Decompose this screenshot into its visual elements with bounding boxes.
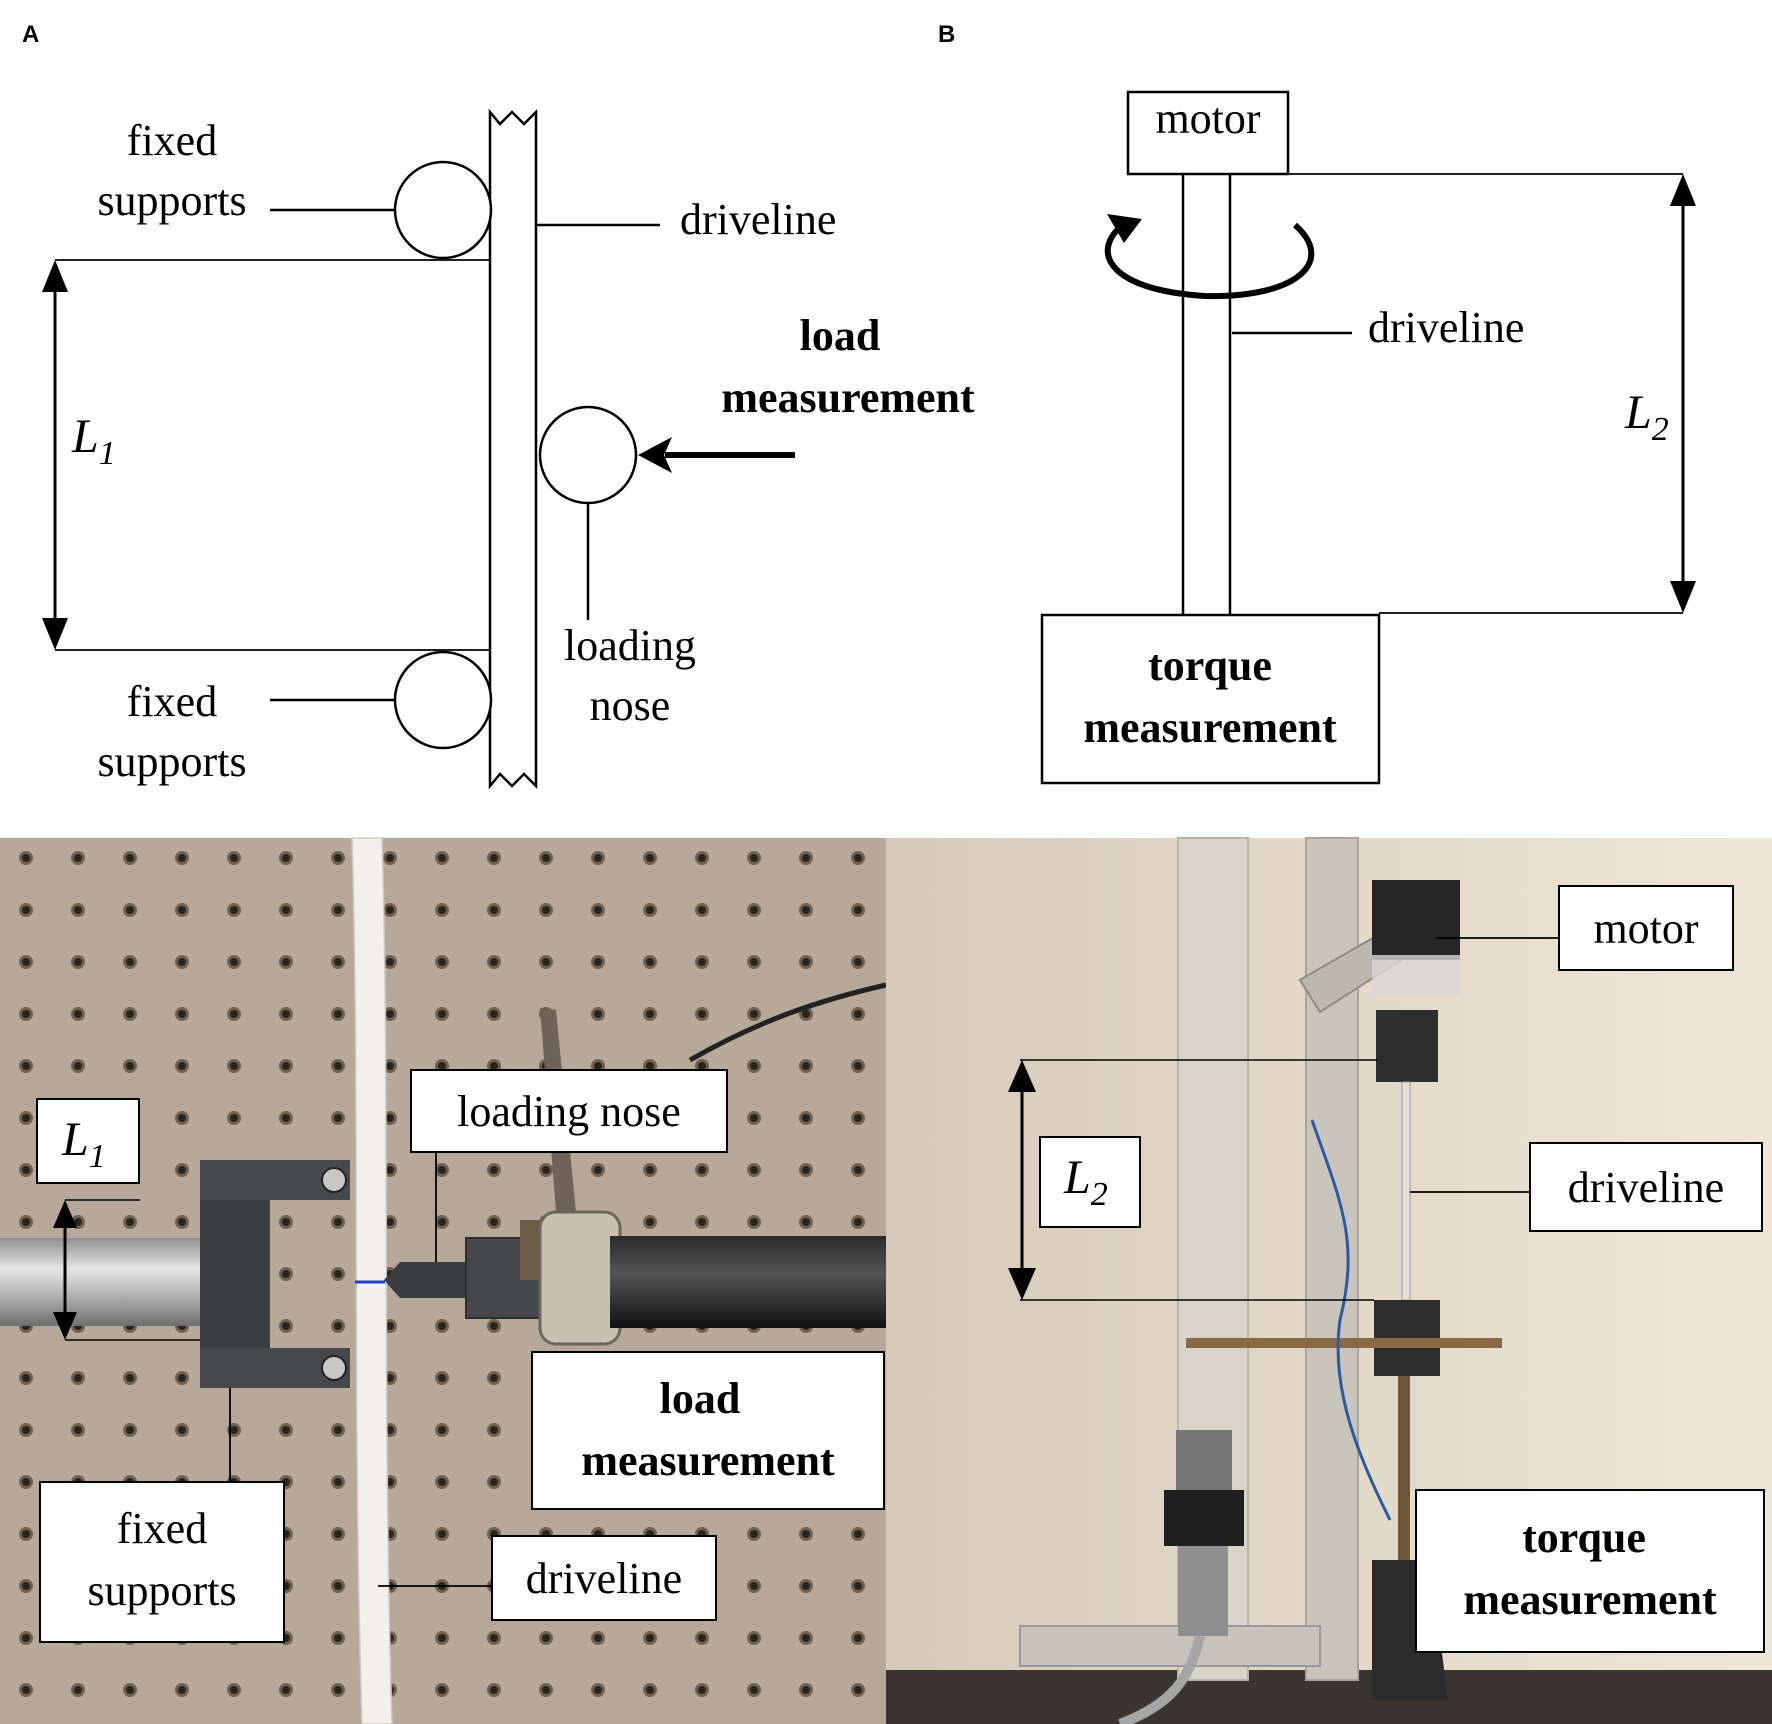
fixed-supports-bottom-line1: fixed: [127, 677, 217, 726]
photo-b-driveline-callout: driveline: [1410, 1142, 1763, 1232]
fixed-support-fixture: [200, 1160, 350, 1388]
sensor-dial: [1164, 1490, 1244, 1546]
load-measurement-photo-line2: measurement: [581, 1436, 835, 1485]
load-cell-photo: [520, 982, 887, 1346]
torque-box-b: [1040, 613, 1381, 785]
photo-b-motor-callout: motor: [1436, 885, 1734, 971]
panel-b-tag: B: [938, 21, 955, 48]
driveline-photo-b: [1401, 1081, 1411, 1301]
l2-symbol-photo: L2: [1063, 1151, 1108, 1213]
load-arrowhead: [638, 437, 672, 473]
sensor-cable: [1118, 1634, 1205, 1724]
photo-b-torque-callout: torque measurement: [1415, 1489, 1765, 1653]
loading-nose-circle: [538, 405, 638, 505]
fixed-supports-bottom-line2: supports: [97, 737, 246, 786]
l1-symbol-photo: L1: [61, 1113, 106, 1175]
photo-a-load-callout: load measurement: [531, 1351, 885, 1510]
l2-symbol-b: L2: [1624, 386, 1669, 448]
sensor-shaft: [1178, 1546, 1228, 1636]
fixed-supports-photo-line2: supports: [87, 1566, 236, 1615]
frame-base: [1019, 1625, 1321, 1667]
torque-measurement-line2: measurement: [1083, 703, 1337, 752]
loading-nose-line1: loading: [564, 621, 696, 670]
load-measurement-line2: measurement: [721, 373, 975, 422]
fixed-supports-photo-line1: fixed: [117, 1504, 207, 1553]
fixed-supports-top-line1: fixed: [127, 116, 217, 165]
panel-a-schematic: A fixed supports fixed supports drivelin…: [22, 21, 975, 790]
motor-photo: [1372, 880, 1460, 960]
load-measurement-line1: load: [800, 311, 881, 360]
driveline-label-b: driveline: [1368, 303, 1524, 352]
torque-measurement-photo-line1: torque: [1522, 1513, 1646, 1562]
load-measurement-photo-line1: load: [660, 1374, 741, 1423]
photo-a-l1-callout: L1: [36, 1098, 200, 1341]
lower-shaft: [1398, 1376, 1410, 1586]
torque-arm: [1186, 1338, 1502, 1348]
torque-measurement-line1: torque: [1148, 641, 1272, 690]
driveline-bar: [488, 108, 538, 790]
driveline-label-photo-b: driveline: [1568, 1163, 1724, 1212]
motor-flange: [1372, 955, 1460, 995]
dim-arrowhead-down-a: [42, 618, 68, 650]
torque-measurement-photo-line2: measurement: [1463, 1575, 1717, 1624]
l1-symbol-a: L1: [71, 410, 116, 472]
photo-b: motor driveline L2 torque measurement: [886, 837, 1772, 1724]
motor-box-b: [1126, 90, 1290, 176]
fixed-supports-top-line2: supports: [97, 176, 246, 225]
loading-nose-label-photo: loading nose: [457, 1087, 681, 1136]
motor-label-b: motor: [1155, 94, 1260, 143]
photo-b-l2-callout: L2: [1008, 1059, 1378, 1301]
sensor-body: [1176, 1430, 1232, 1490]
fixed-support-bottom-circle: [393, 650, 493, 750]
panel-b-schematic: B motor driveline torque measurement L2: [938, 21, 1696, 785]
driveline-label-a: driveline: [680, 195, 836, 244]
motor-cable: [1310, 1119, 1392, 1521]
dim-arrowhead-up-b: [1670, 174, 1696, 206]
panel-a-tag: A: [22, 21, 39, 48]
motor-label-photo: motor: [1593, 904, 1698, 953]
dim-arrowhead-up-a: [42, 260, 68, 292]
photo-a-fixed-supports-callout: fixed supports: [39, 1388, 285, 1643]
dim-arrowhead-down-b: [1670, 581, 1696, 613]
loading-nose-line2: nose: [590, 681, 671, 730]
rotation-arrowhead: [1107, 214, 1142, 243]
photo-a: L1 loading nose load measurement fixed s…: [0, 837, 887, 1724]
upper-clamp: [1376, 1010, 1438, 1082]
photo-a-loading-nose-callout: loading nose: [410, 1069, 728, 1262]
photo-a-driveline-callout: driveline: [378, 1535, 717, 1621]
fixed-support-top-circle: [393, 160, 493, 260]
driveline-label-photo-a: driveline: [526, 1554, 682, 1603]
rotation-arrow-path: [1104, 221, 1315, 300]
